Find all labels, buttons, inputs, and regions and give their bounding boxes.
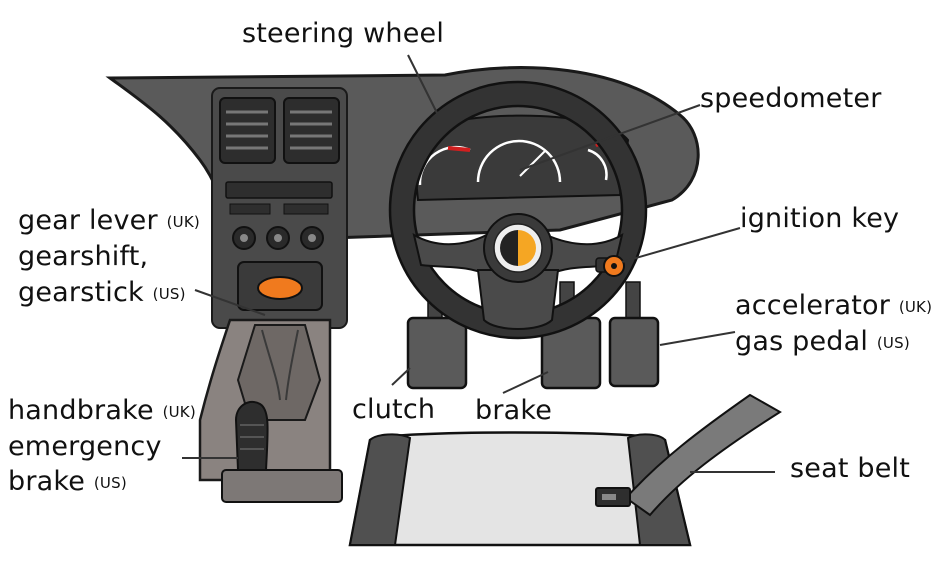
- emergency-brake-text: brake: [8, 466, 86, 497]
- emergency-brake-region: (US): [93, 474, 127, 492]
- handbrake-base: [221, 469, 343, 503]
- label-brake: brake: [475, 395, 553, 426]
- accelerator-text: accelerator: [735, 290, 891, 321]
- gear-boot: [236, 324, 322, 421]
- handbrake-region: (UK): [162, 403, 196, 421]
- smart-logo-icon: [493, 223, 543, 273]
- seat-belt: [624, 393, 782, 517]
- label-ignition-key: ignition key: [740, 203, 900, 234]
- gear-knob: [257, 276, 303, 300]
- handbrake-lever: [234, 400, 269, 471]
- dial-knob-icon: [232, 226, 256, 250]
- label-gear-lever: gear lever (UK): [18, 207, 200, 234]
- handbrake-text: handbrake: [8, 395, 154, 426]
- label-emergency-brake: brake (US): [8, 468, 127, 495]
- label-steering-wheel: steering wheel: [242, 18, 445, 49]
- gas-pedal-text: gas pedal: [735, 326, 869, 357]
- label-gas-pedal: gas pedal (US): [735, 328, 910, 355]
- label-clutch: clutch: [352, 394, 436, 425]
- clutch-pedal: [406, 316, 468, 390]
- label-handbrake: handbrake (UK): [8, 397, 196, 424]
- gas-pedal-region: (US): [876, 334, 910, 352]
- accelerator-pedal: [608, 316, 660, 388]
- dial-knob-icon: [300, 226, 324, 250]
- gear-lever-region: (UK): [166, 213, 200, 231]
- air-vent-icon: [283, 97, 340, 164]
- label-accelerator: accelerator (UK): [735, 292, 932, 319]
- accelerator-region: (UK): [898, 298, 933, 316]
- label-speedometer: speedometer: [700, 83, 882, 114]
- ignition-key-icon: [595, 255, 625, 277]
- label-gearstick: gearstick (US): [18, 279, 186, 306]
- air-vent-icon: [219, 97, 276, 164]
- dial-knob-icon: [266, 226, 290, 250]
- label-seat-belt: seat belt: [790, 453, 911, 484]
- label-leader-lines: [182, 54, 775, 473]
- gear-lever-text: gear lever: [18, 205, 158, 236]
- gearstick-region: (US): [152, 285, 186, 303]
- label-gearshift: gearshift,: [18, 241, 149, 272]
- gearstick-text: gearstick: [18, 277, 144, 308]
- radio-panel: [225, 181, 333, 199]
- label-emergency: emergency: [8, 431, 162, 462]
